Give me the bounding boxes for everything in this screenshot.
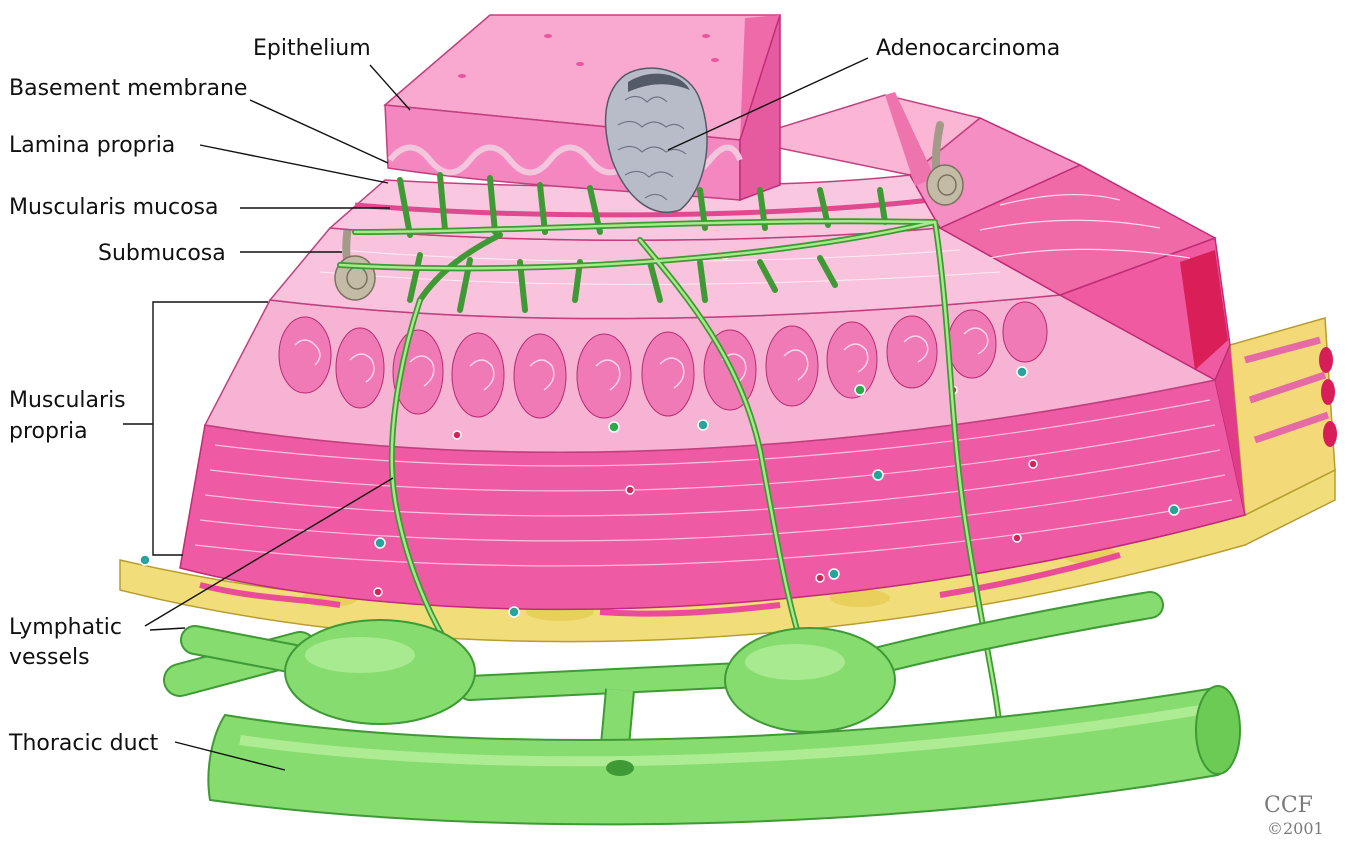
tissue-block [120,15,1337,642]
credit-ccf: CCF [1264,793,1313,818]
label-basement-membrane: Basement membrane [9,76,247,101]
label-epithelium: Epithelium [253,36,371,61]
label-muscularis-propria-line2: propria [9,419,88,444]
lymph-node-left [285,620,475,724]
copyright-credit: CCF ©2001 [1264,793,1324,838]
label-muscularis-mucosa: Muscularis mucosa [9,195,219,220]
label-thoracic-duct: Thoracic duct [8,731,159,756]
label-submucosa: Submucosa [98,241,226,266]
label-lamina-propria: Lamina propria [9,133,175,158]
credit-year: ©2001 [1267,819,1324,838]
label-lymphatic-vessels-line1: Lymphatic [9,615,122,640]
epithelium-layer [385,15,780,200]
label-lymphatic-vessels-line2: vessels [9,645,90,670]
lymph-node-right [725,628,895,732]
label-adenocarcinoma: Adenocarcinoma [876,36,1060,61]
label-muscularis-propria-line1: Muscularis [9,388,126,413]
